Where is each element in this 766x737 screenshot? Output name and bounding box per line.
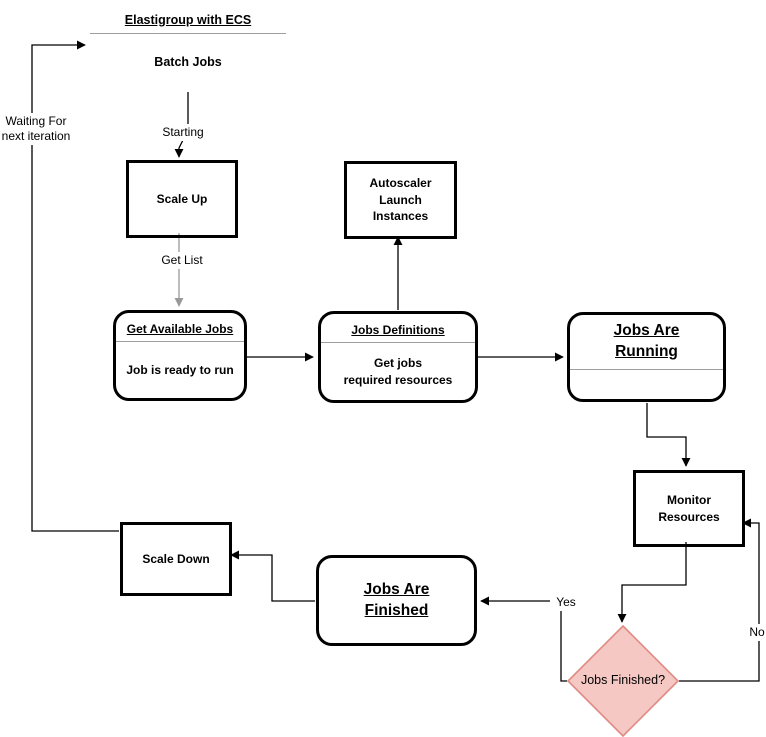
node-batch-jobs: Elastigroup with ECS Batch Jobs <box>90 4 286 91</box>
node-jobs-definitions-body: Get jobs required resources <box>343 355 453 387</box>
node-batch-jobs-title: Elastigroup with ECS <box>124 12 252 27</box>
edge-decision-yes-to-finished <box>480 596 567 682</box>
node-autoscaler-launch-instances: Autoscaler Launch Instances <box>344 161 457 239</box>
node-get-available-jobs-title: Get Available Jobs <box>126 321 234 336</box>
node-get-available-jobs-divider <box>116 341 244 342</box>
node-scale-up: Scale Up <box>126 160 238 238</box>
edge-label-no: No <box>745 624 766 641</box>
edge-label-yes: Yes <box>550 594 582 611</box>
node-jobs-are-running-body <box>570 370 723 399</box>
node-batch-jobs-divider <box>90 33 286 34</box>
node-autoscaler-label: Autoscaler Launch Instances <box>369 175 432 224</box>
node-jobs-definitions-title: Jobs Definitions <box>351 322 445 337</box>
edge-running-to-monitor <box>646 403 691 467</box>
edge-label-waiting-for-next-iteration: Waiting For next iteration <box>0 113 75 145</box>
node-jobs-are-running-title: Jobs Are Running <box>613 322 680 360</box>
edge-finished-to-scaledown <box>230 550 315 602</box>
node-batch-jobs-body: Batch Jobs <box>154 54 222 69</box>
edge-label-get-list: Get List <box>155 252 209 269</box>
edge-label-starting: Starting <box>156 124 210 141</box>
decision-jobs-finished-label: Jobs Finished? <box>580 673 666 687</box>
node-monitor-resources: Monitor Resources <box>633 470 745 547</box>
node-get-available-jobs-body: Job is ready to run <box>126 362 234 377</box>
node-jobs-are-running-divider <box>570 369 723 370</box>
node-scale-down-label: Scale Down <box>142 551 210 566</box>
edge-decision-no-to-monitor <box>679 518 760 682</box>
node-jobs-are-finished: Jobs Are Finished <box>316 555 477 646</box>
node-scale-up-label: Scale Up <box>156 191 208 206</box>
node-jobs-are-running: Jobs Are Running <box>567 312 726 402</box>
edge-monitor-to-decision <box>617 542 687 623</box>
edge-scaledown-to-batchjobs <box>31 40 119 532</box>
node-jobs-definitions-divider <box>321 342 475 343</box>
node-scale-down: Scale Down <box>120 522 232 596</box>
node-jobs-are-finished-title: Jobs Are Finished <box>363 580 430 619</box>
node-jobs-definitions: Jobs Definitions Get jobs required resou… <box>318 311 478 403</box>
node-get-available-jobs: Get Available Jobs Job is ready to run <box>113 310 247 401</box>
node-monitor-resources-label: Monitor Resources <box>658 492 720 524</box>
decision-diamond-shape <box>566 624 680 737</box>
